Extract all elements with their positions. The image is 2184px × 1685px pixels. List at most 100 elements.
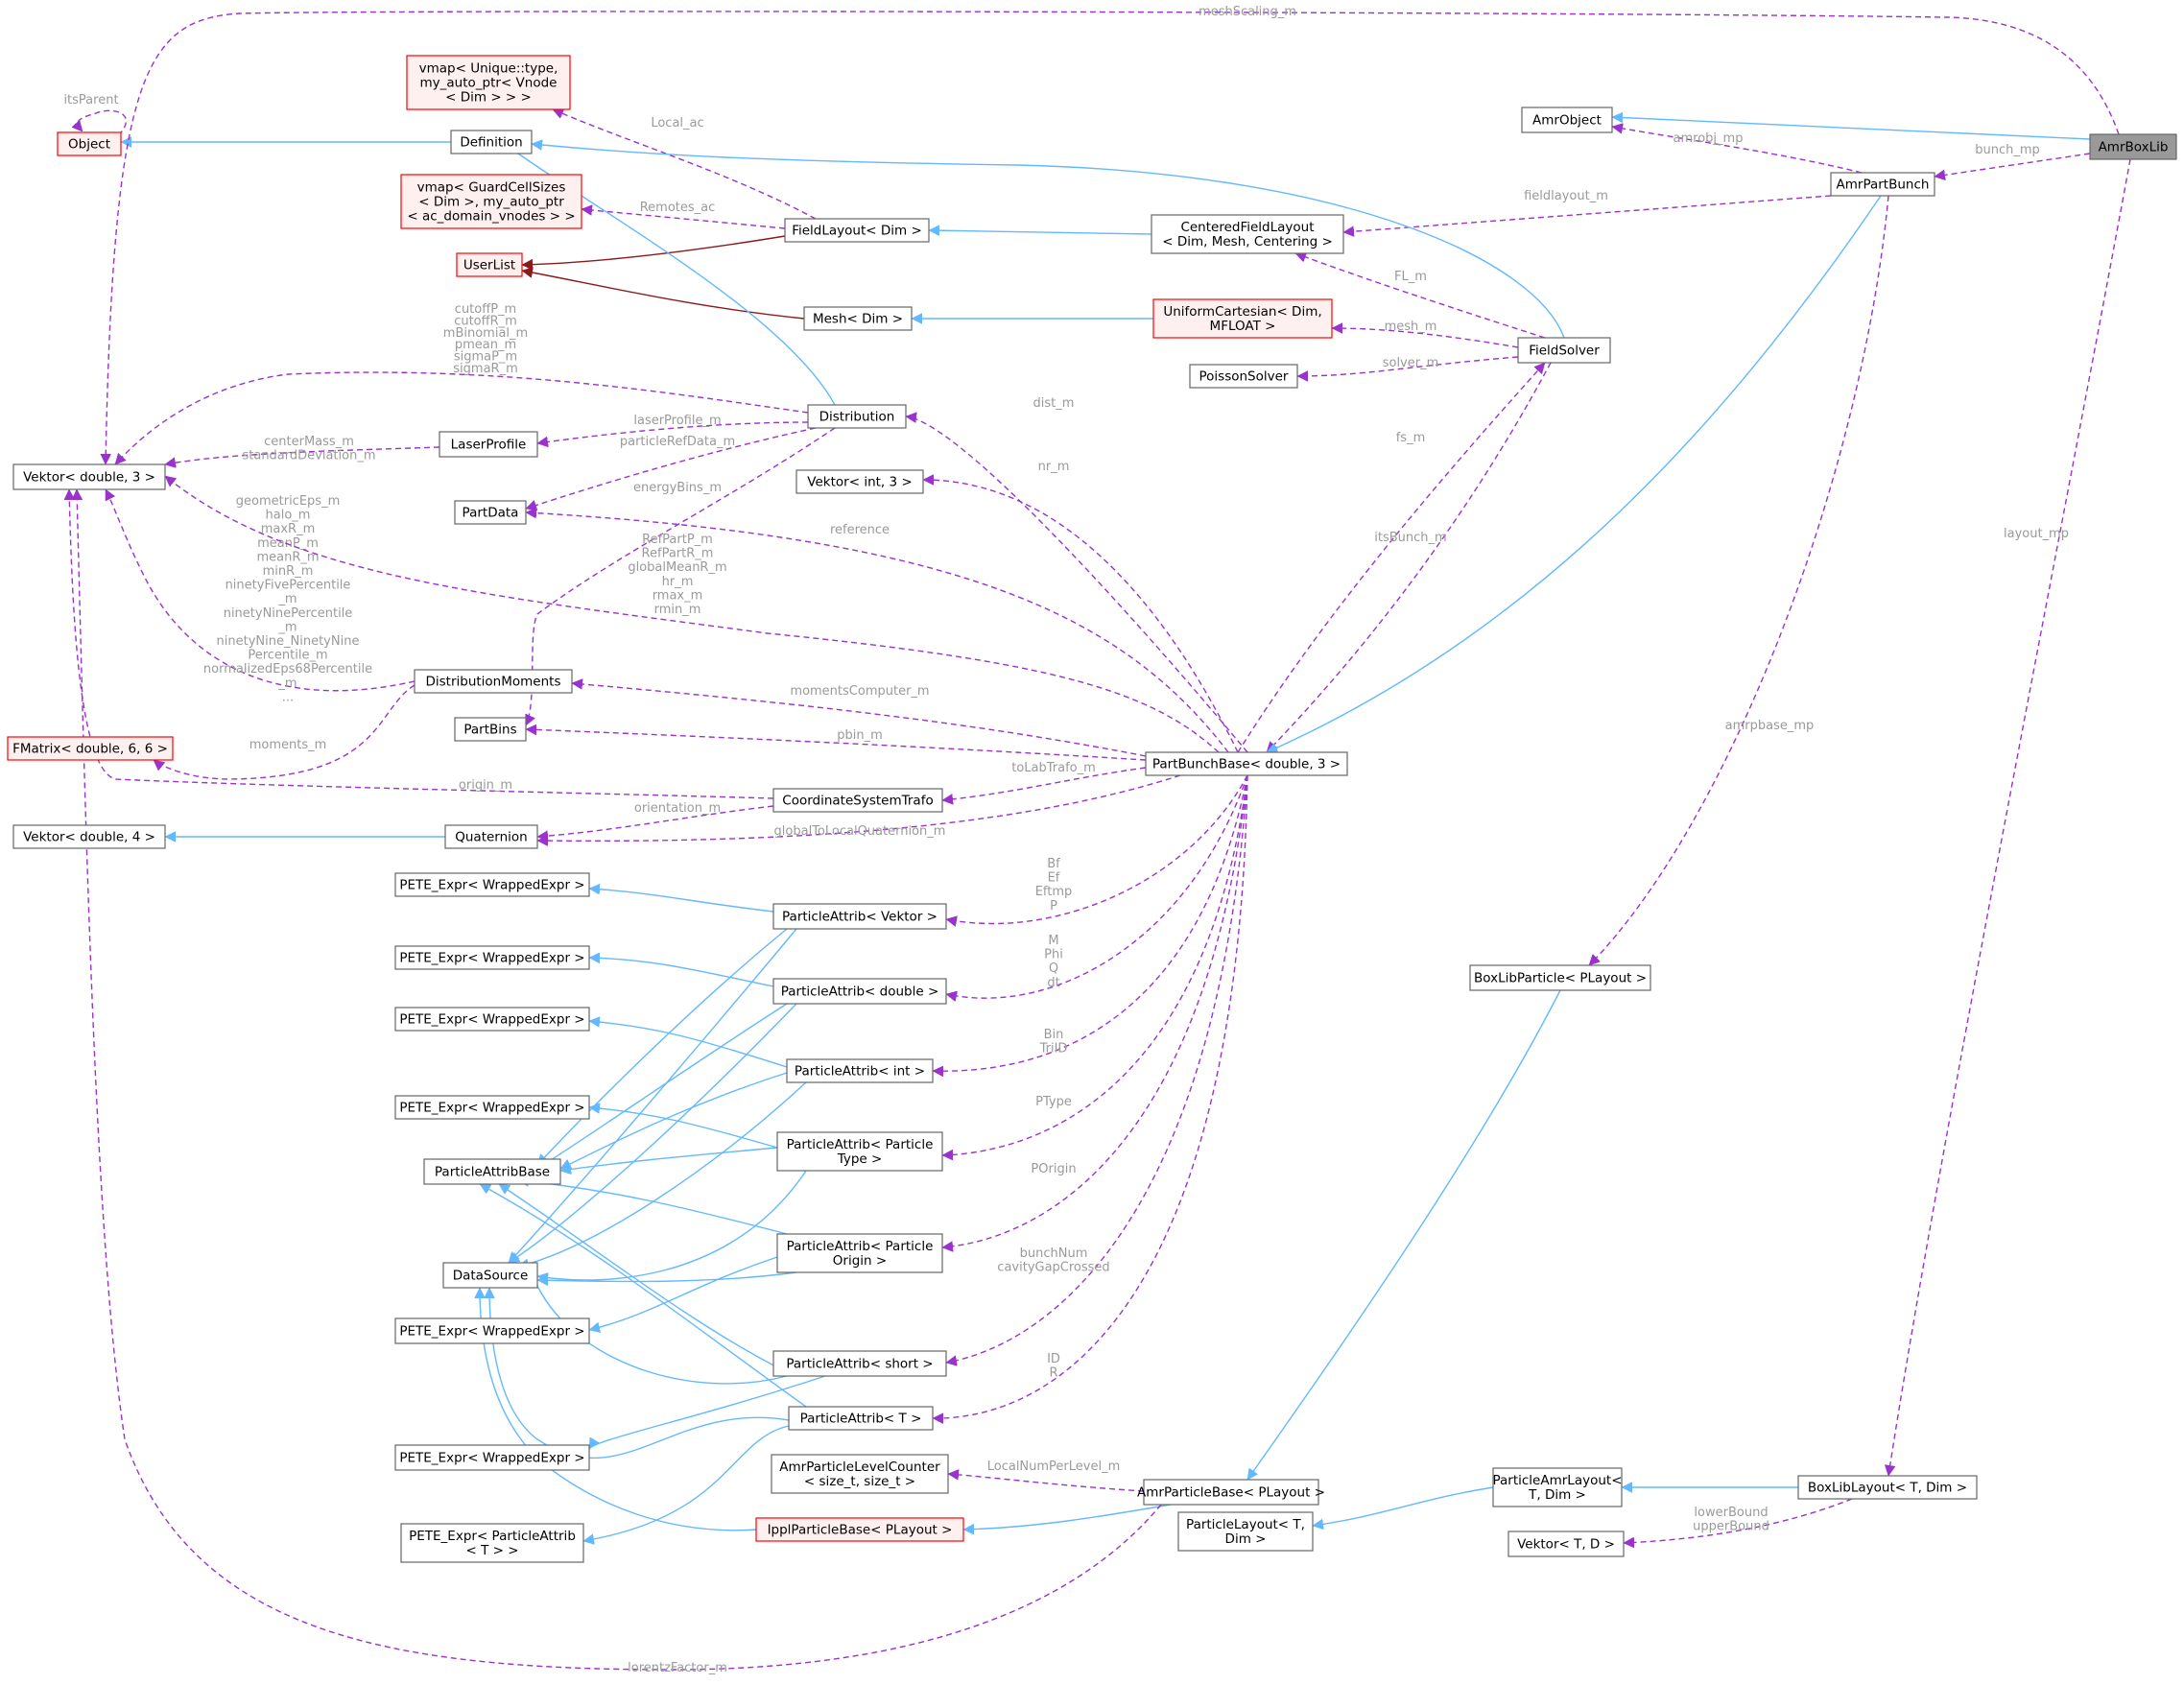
node-pashort[interactable]: ParticleAttrib< short > xyxy=(772,1350,947,1377)
edge-label: bunchNum xyxy=(1020,1246,1088,1261)
node-box xyxy=(776,1131,943,1172)
node-laser-profile[interactable]: LaserProfile xyxy=(439,431,538,458)
edge-box-lib-particle-to-amr-particle-base xyxy=(1246,989,1561,1480)
use-edge-line xyxy=(933,774,1248,1418)
node-user-list[interactable]: UserList xyxy=(456,252,523,277)
edge-label: fs_m xyxy=(1396,431,1426,445)
node-pete5[interactable]: PETE_Expr< WrappedExpr > xyxy=(394,1317,590,1344)
node-mesh-dim[interactable]: Mesh< Dim > xyxy=(803,306,913,331)
edge-pavektor-to-particle-attrib-base xyxy=(536,928,788,1166)
node-vmap-guard[interactable]: vmap< GuardCellSizes< Dim >, my_auto_ptr… xyxy=(400,174,582,229)
edge-pashort-to-pete6 xyxy=(588,1375,826,1449)
node-box xyxy=(803,306,913,331)
node-box-lib-particle[interactable]: BoxLibParticle< PLayout > xyxy=(1469,964,1651,991)
edge-label: cutoffR_m xyxy=(454,314,517,328)
node-padouble[interactable]: ParticleAttrib< double > xyxy=(772,978,947,1005)
node-box-lib-layout[interactable]: BoxLibLayout< T, Dim > xyxy=(1797,1475,1978,1500)
node-pete4[interactable]: PETE_Expr< WrappedExpr > xyxy=(394,1095,590,1120)
node-pete1[interactable]: PETE_Expr< WrappedExpr > xyxy=(394,872,590,897)
node-amr-plc[interactable]: AmrParticleLevelCounter< size_t, size_t … xyxy=(771,1454,949,1494)
edge-label: Eftmp xyxy=(1035,885,1073,899)
node-label: PETE_Expr< WrappedExpr > xyxy=(399,878,584,893)
node-label: PoissonSolver xyxy=(1199,369,1289,385)
node-label: < Dim >, my_auto_ptr xyxy=(418,195,564,210)
node-pete3[interactable]: PETE_Expr< WrappedExpr > xyxy=(394,1007,590,1032)
node-part-bins[interactable]: PartBins xyxy=(454,717,527,742)
node-particle-layout[interactable]: ParticleLayout< T,Dim > xyxy=(1177,1511,1314,1552)
node-vektor-d3[interactable]: Vektor< double, 3 > xyxy=(12,463,166,490)
node-box xyxy=(439,431,538,458)
node-uniform-cartesian[interactable]: UniformCartesian< Dim,MFLOAT > xyxy=(1152,298,1333,339)
edge-amr-particle-base-to-amr-plc: LocalNumPerLevel_m xyxy=(948,1460,1145,1492)
use-edge-line xyxy=(946,774,1248,924)
edge-label: centerMass_m xyxy=(264,435,354,449)
edge-label: layout_mp xyxy=(2004,527,2069,541)
node-centered-field-layout[interactable]: CenteredFieldLayout< Dim, Mesh, Centerin… xyxy=(1151,214,1344,254)
node-data-source[interactable]: DataSource xyxy=(442,1262,538,1289)
edge-label: sigmaR_m xyxy=(453,362,517,376)
node-vektor-td[interactable]: Vektor< T, D > xyxy=(1507,1531,1625,1557)
node-distribution[interactable]: Distribution xyxy=(807,404,907,429)
node-pete2[interactable]: PETE_Expr< WrappedExpr > xyxy=(394,945,590,970)
edge-label: _m xyxy=(277,676,297,691)
node-ippl-particle-base[interactable]: IpplParticleBase< PLayout > xyxy=(755,1517,964,1542)
node-amr-particle-base[interactable]: AmrParticleBase< PLayout > xyxy=(1137,1479,1325,1506)
node-part-data[interactable]: PartData xyxy=(454,500,527,525)
edge-field-solver-to-uniform-cartesian: mesh_m xyxy=(1332,320,1519,348)
node-label: ParticleLayout< T, xyxy=(1186,1517,1305,1532)
node-poisson-solver[interactable]: PoissonSolver xyxy=(1189,364,1298,389)
node-label: Vektor< double, 3 > xyxy=(23,470,155,486)
node-field-layout[interactable]: FieldLayout< Dim > xyxy=(784,218,930,243)
use-edge-line xyxy=(526,729,1147,761)
use-edge-line xyxy=(1297,356,1519,376)
node-amr-box-lib[interactable]: AmrBoxLib xyxy=(2089,133,2177,160)
node-pavektor[interactable]: ParticleAttrib< Vektor > xyxy=(772,903,947,930)
node-amr-part-bunch[interactable]: AmrPartBunch xyxy=(1830,172,1935,197)
node-vmap-vnode[interactable]: vmap< Unique::type,my_auto_ptr< Vnode< D… xyxy=(406,55,571,110)
edge-part-bunch-base-to-vektor-d3: RefPartP_mRefPartR_mglobalMeanR_mhr_mrma… xyxy=(165,475,1220,753)
node-fmatrix[interactable]: FMatrix< double, 6, 6 > xyxy=(7,736,174,761)
edge-amr-part-bunch-to-amr-object: amrobj_mp xyxy=(1612,127,1863,174)
edge-field-layout-to-user-list xyxy=(522,235,786,265)
node-box xyxy=(1492,1467,1623,1507)
node-pat[interactable]: ParticleAttrib< T > xyxy=(788,1406,934,1431)
node-object[interactable]: Object xyxy=(57,131,122,156)
edge-label: PType xyxy=(1035,1095,1072,1109)
edge-label: Phi xyxy=(1044,948,1063,962)
edge-paporigin-to-data-source xyxy=(537,1271,797,1282)
node-amr-object[interactable]: AmrObject xyxy=(1521,107,1613,133)
node-label: Object xyxy=(68,137,110,153)
edge-label: ID xyxy=(1047,1352,1060,1366)
node-part-bunch-base[interactable]: PartBunchBase< double, 3 > xyxy=(1145,751,1348,776)
node-particle-amr-layout[interactable]: ParticleAmrLayout<T, Dim > xyxy=(1492,1467,1623,1507)
edge-part-bunch-base-to-paptype: PType xyxy=(942,774,1248,1155)
edge-label: amrpbase_mp xyxy=(1725,719,1815,733)
use-edge-line xyxy=(1343,195,1832,232)
node-label: PETE_Expr< WrappedExpr > xyxy=(399,951,584,966)
edge-label: Local_ac xyxy=(651,116,703,131)
node-pete6[interactable]: PETE_Expr< WrappedExpr > xyxy=(394,1444,590,1471)
node-box xyxy=(772,1350,947,1377)
node-vektor-i3[interactable]: Vektor< int, 3 > xyxy=(795,469,924,494)
use-edge-line xyxy=(1624,1498,1853,1543)
node-paint[interactable]: ParticleAttrib< int > xyxy=(786,1058,934,1083)
node-field-solver[interactable]: FieldSolver xyxy=(1517,337,1611,364)
use-edge-line xyxy=(526,427,817,509)
edge-centered-field-layout-to-field-layout xyxy=(929,230,1152,234)
use-edge-line xyxy=(1612,127,1863,174)
nodes-layer: AmrBoxLib Object Definition vmap< Unique::t… xyxy=(7,55,2177,1563)
node-coordinate-system-trafo[interactable]: CoordinateSystemTrafo xyxy=(772,788,943,813)
node-particle-attrib-base[interactable]: ParticleAttribBase xyxy=(423,1158,561,1185)
node-label: PartBins xyxy=(463,723,516,738)
inherit-edge-line xyxy=(588,1375,826,1449)
edge-label: bunch_mp xyxy=(1975,143,2040,157)
node-quaternion[interactable]: Quaternion xyxy=(444,824,538,849)
node-label: DistributionMoments xyxy=(425,675,560,690)
node-pete7[interactable]: PETE_Expr< ParticleAttrib< T > > xyxy=(400,1523,584,1563)
node-definition[interactable]: Definition xyxy=(450,130,533,154)
edge-field-solver-to-definition xyxy=(532,144,1565,339)
node-vektor-d4[interactable]: Vektor< double, 4 > xyxy=(12,824,166,849)
node-distribution-moments[interactable]: DistributionMoments xyxy=(414,669,573,694)
